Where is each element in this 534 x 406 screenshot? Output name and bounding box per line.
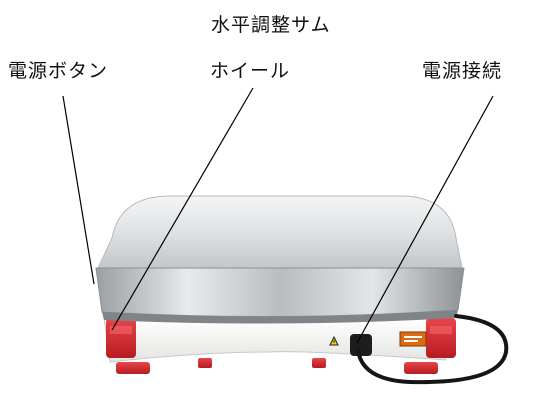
power-cable — [356, 314, 509, 385]
weighing-pan-top — [97, 195, 463, 269]
base-body — [103, 317, 447, 363]
power-socket — [350, 334, 372, 356]
foot-right — [404, 362, 438, 374]
power-button-leader — [62, 95, 95, 285]
foot-center-right — [312, 358, 326, 368]
leveling-wheel-right — [426, 318, 456, 358]
foot-center-left — [198, 358, 212, 368]
foot-left — [116, 362, 150, 374]
leveling-wheel-left — [106, 318, 136, 358]
power-button-label: 電源ボタン — [8, 60, 109, 82]
weighing-pan-side — [95, 267, 465, 318]
leveling-wheel-label-line2: ホイール — [210, 60, 291, 82]
leveling-wheel-leader — [111, 87, 254, 331]
leveling-wheel-label-line1: 水平調整サム — [211, 14, 331, 36]
power-connection-leader — [356, 95, 494, 344]
warning-label — [399, 331, 427, 347]
warning-triangle-icon — [329, 335, 339, 346]
power-connection-label: 電源接続 — [422, 60, 503, 82]
